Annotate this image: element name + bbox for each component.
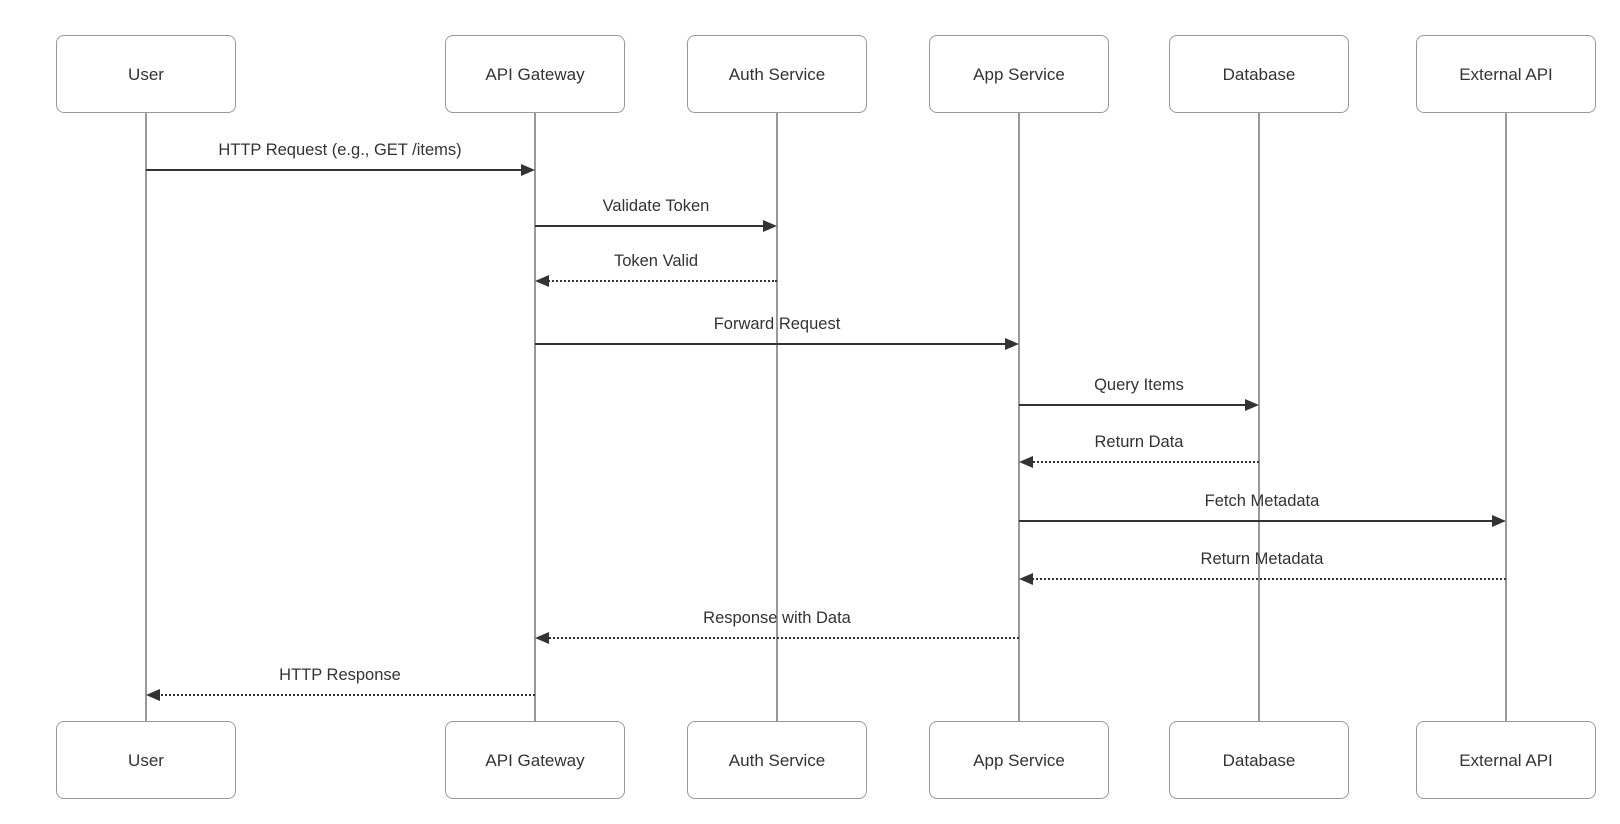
message-line-token-valid bbox=[545, 280, 777, 282]
message-line-return-metadata bbox=[1029, 578, 1506, 580]
message-line-forward-request bbox=[535, 343, 1009, 345]
participant-external-api-top-box: External API bbox=[1416, 35, 1596, 113]
participant-label: API Gateway bbox=[485, 64, 585, 84]
arrowhead-left-icon bbox=[1019, 573, 1033, 585]
participant-label: Database bbox=[1222, 64, 1296, 84]
lifeline-auth-service bbox=[776, 110, 778, 724]
arrowhead-left-icon bbox=[146, 689, 160, 701]
lifeline-app-service bbox=[1018, 110, 1020, 724]
message-label-http-request: HTTP Request (e.g., GET /items) bbox=[218, 141, 462, 159]
participant-label: Database bbox=[1222, 750, 1296, 770]
participant-app-service-top-box: App Service bbox=[929, 35, 1109, 113]
arrowhead-left-icon bbox=[1019, 456, 1033, 468]
message-line-return-data bbox=[1029, 461, 1259, 463]
participant-app-service-bottom-box: App Service bbox=[929, 721, 1109, 799]
arrowhead-left-icon bbox=[535, 632, 549, 644]
arrowhead-right-icon bbox=[521, 164, 535, 176]
arrowhead-right-icon bbox=[763, 220, 777, 232]
message-line-query-items bbox=[1019, 404, 1249, 406]
participant-user-top-box: User bbox=[56, 35, 236, 113]
arrowhead-right-icon bbox=[1245, 399, 1259, 411]
participant-auth-service-bottom-box: Auth Service bbox=[687, 721, 867, 799]
participant-label: Auth Service bbox=[728, 750, 826, 770]
arrowhead-left-icon bbox=[535, 275, 549, 287]
message-label-forward-request: Forward Request bbox=[713, 315, 841, 333]
participant-label: Auth Service bbox=[728, 64, 826, 84]
participant-external-api-bottom-box: External API bbox=[1416, 721, 1596, 799]
participant-label: External API bbox=[1459, 64, 1553, 84]
participant-database-bottom-box: Database bbox=[1169, 721, 1349, 799]
participant-user-bottom-box: User bbox=[56, 721, 236, 799]
participant-auth-service-top-box: Auth Service bbox=[687, 35, 867, 113]
lifeline-database bbox=[1258, 110, 1260, 724]
message-label-return-data: Return Data bbox=[1094, 433, 1184, 451]
message-line-validate-token bbox=[535, 225, 767, 227]
message-label-return-metadata: Return Metadata bbox=[1200, 550, 1324, 568]
message-label-response-with-data: Response with Data bbox=[703, 609, 851, 627]
participant-label: User bbox=[128, 64, 164, 84]
message-line-response-with-data bbox=[545, 637, 1019, 639]
arrowhead-right-icon bbox=[1005, 338, 1019, 350]
message-label-token-valid: Token Valid bbox=[613, 252, 699, 270]
message-label-http-response: HTTP Response bbox=[279, 666, 401, 684]
lifeline-external-api bbox=[1505, 110, 1507, 724]
participant-database-top-box: Database bbox=[1169, 35, 1349, 113]
message-line-http-response bbox=[156, 694, 535, 696]
message-label-validate-token: Validate Token bbox=[602, 197, 710, 215]
participant-label: API Gateway bbox=[485, 750, 585, 770]
message-label-query-items: Query Items bbox=[1094, 376, 1184, 394]
message-line-fetch-metadata bbox=[1019, 520, 1496, 522]
participant-api-gateway-bottom-box: API Gateway bbox=[445, 721, 625, 799]
participant-api-gateway-top-box: API Gateway bbox=[445, 35, 625, 113]
participant-label: App Service bbox=[973, 750, 1065, 770]
arrowhead-right-icon bbox=[1492, 515, 1506, 527]
message-line-http-request bbox=[146, 169, 525, 171]
lifeline-api-gateway bbox=[534, 110, 536, 724]
participant-label: User bbox=[128, 750, 164, 770]
message-label-fetch-metadata: Fetch Metadata bbox=[1204, 492, 1320, 510]
participant-label: External API bbox=[1459, 750, 1553, 770]
lifeline-user bbox=[145, 110, 147, 724]
participant-label: App Service bbox=[973, 64, 1065, 84]
